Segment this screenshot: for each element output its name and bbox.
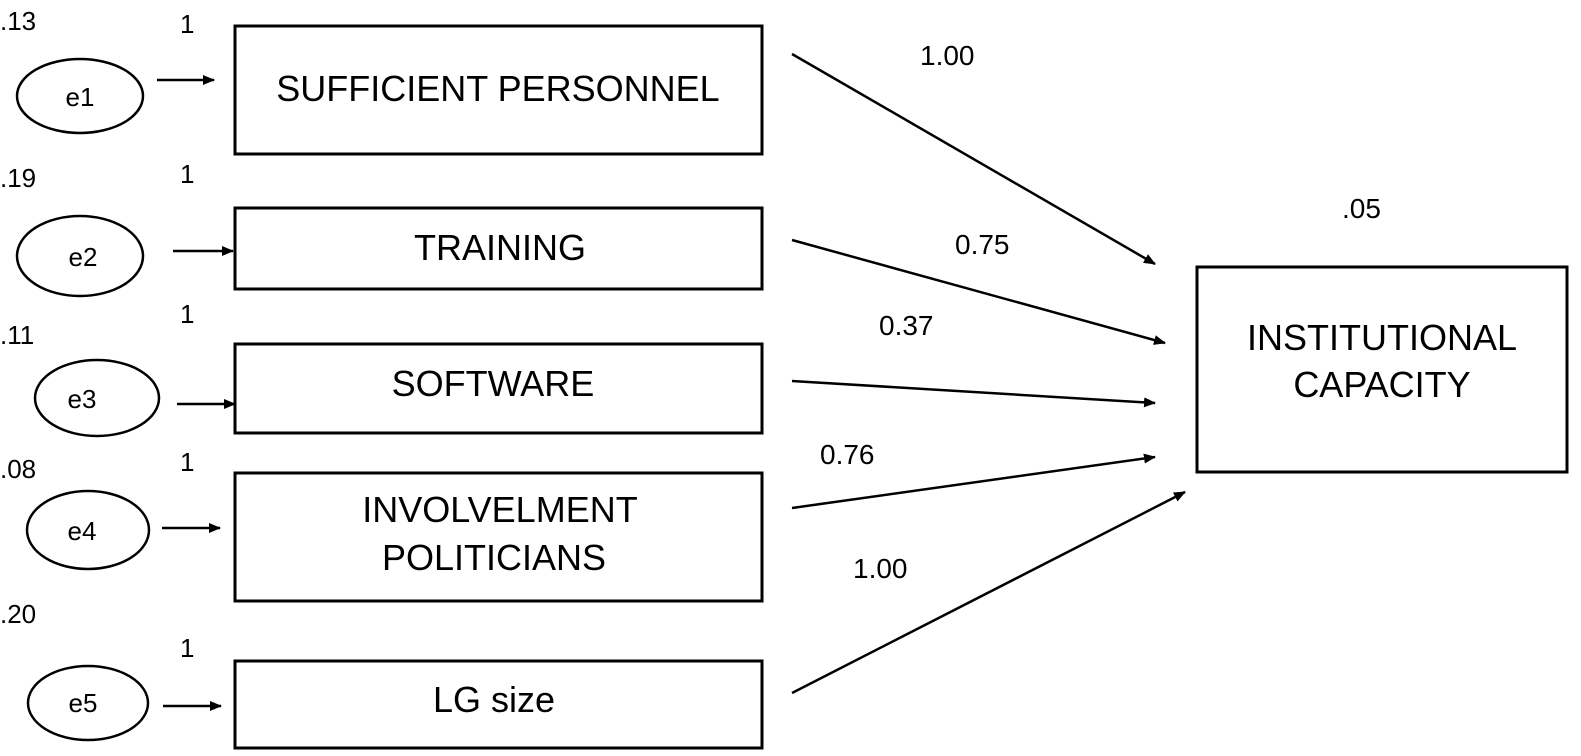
error-term-e1: .13 1 e1: [0, 6, 215, 135]
error-name-e1: e1: [66, 82, 95, 112]
path-coefficient-involvelment-politicians: 0.76: [820, 439, 875, 470]
predictor-label-training: TRAINING: [414, 227, 586, 268]
error-term-e4: .08 1 e4: [0, 447, 221, 571]
loading-label-e5: 1: [180, 633, 194, 663]
error-variance-e1: .13: [0, 6, 36, 36]
outcome-label-institutional: INSTITUTIONAL: [1247, 317, 1517, 358]
predictor-sufficient-personnel: SUFFICIENT PERSONNEL: [233, 24, 764, 156]
predictor-lg-size: LG size: [233, 659, 764, 750]
predictor-label-software: SOFTWARE: [392, 363, 595, 404]
predictor-label-lg-size: LG size: [433, 679, 555, 720]
path-arrow-training: [791, 238, 1166, 345]
path-arrow-software: [791, 379, 1156, 408]
error-name-e5: e5: [69, 688, 98, 718]
predictor-training: TRAINING: [233, 206, 764, 291]
loading-label-e2: 1: [180, 159, 194, 189]
error-term-e3: .11 1 e3: [0, 299, 236, 438]
path-arrow-involvelment-politicians: [791, 453, 1156, 510]
loading-label-e1: 1: [180, 9, 194, 39]
predictor-box-lg-size: [233, 659, 764, 750]
path-arrow-lg-size: [791, 490, 1186, 695]
error-term-e2: .19 1 e2: [0, 159, 234, 298]
outcome-institutional-capacity: .05 INSTITUTIONAL CAPACITY: [1195, 193, 1569, 474]
predictor-box-training: [233, 206, 764, 291]
path-coefficient-training: 0.75: [955, 229, 1010, 260]
predictor-label-sufficient-personnel: SUFFICIENT PERSONNEL: [276, 68, 719, 109]
predictor-label-involvelment: INVOLVELMENT: [362, 489, 637, 530]
path-coefficient-sufficient-personnel: 1.00: [920, 40, 975, 71]
path-coefficient-lg-size: 1.00: [853, 553, 908, 584]
error-term-e5: .20 1 e5: [0, 599, 222, 742]
path-coefficient-software: 0.37: [879, 310, 934, 341]
error-ellipse-e5: [26, 664, 150, 742]
predictor-involvelment-politicians: INVOLVELMENT POLITICIANS: [233, 471, 764, 603]
predictor-software: SOFTWARE: [233, 342, 764, 435]
outcome-box: [1195, 265, 1569, 474]
loading-label-e4: 1: [180, 447, 194, 477]
structural-paths: 1.00 0.75 0.37 0.76 1.00: [791, 40, 1186, 695]
error-ellipse-e3: [33, 358, 161, 438]
error-variance-e4: .08: [0, 454, 36, 484]
error-name-e3: e3: [68, 384, 97, 414]
error-name-e4: e4: [68, 516, 97, 546]
error-variance-e5: .20: [0, 599, 36, 629]
predictor-box-sufficient-personnel: [233, 24, 764, 156]
error-variance-e2: .19: [0, 163, 36, 193]
error-variance-e3: .11: [0, 320, 34, 350]
error-name-e2: e2: [69, 242, 98, 272]
outcome-label-capacity: CAPACITY: [1293, 364, 1470, 405]
outcome-variance: .05: [1342, 193, 1381, 224]
path-arrow-sufficient-personnel: [791, 52, 1156, 266]
error-ellipse-e4: [25, 489, 151, 571]
predictor-label-politicians: POLITICIANS: [382, 537, 606, 578]
loading-label-e3: 1: [180, 299, 194, 329]
error-ellipse-e2: [15, 214, 145, 298]
predictor-box-software: [233, 342, 764, 435]
predictor-box-involvelment-politicians: [233, 471, 764, 603]
error-ellipse-e1: [15, 57, 145, 135]
